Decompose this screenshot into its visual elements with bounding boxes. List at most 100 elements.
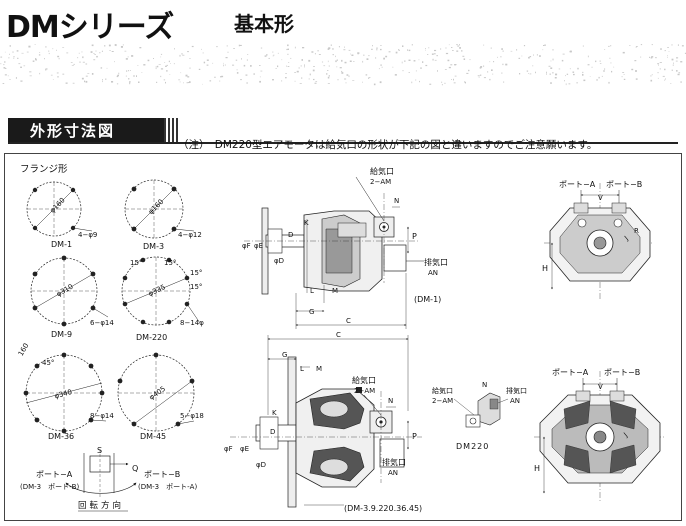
flange-dm220-dia: φ335: [147, 283, 167, 298]
large-supply-sub: 2−AM: [354, 387, 375, 395]
large-end-view: ポート−A ポート−B V H J: [534, 368, 664, 501]
large-phi-f: φF: [224, 445, 233, 453]
flange-dm36-holes: 8−φ14: [90, 412, 114, 420]
rotation-port-a: ポート−A: [36, 470, 73, 479]
large-end-v: V: [598, 383, 603, 391]
rotation-port-a-sub: (DM-3 ポート-B): [20, 483, 79, 491]
dm1-supply: 給気口: [370, 166, 394, 176]
large-end-port-a: ポート−A: [552, 368, 589, 377]
large-end-j: J: [622, 431, 630, 439]
flange-dm9-model: DM-9: [51, 330, 72, 339]
flange-dm9-holes: 6−φ14: [90, 319, 114, 327]
flange-dm3: φ160 4−φ12 DM-3: [124, 179, 202, 251]
flange-dm45-holes: 5−φ18: [180, 412, 204, 420]
large-exhaust: 排気口: [382, 457, 406, 467]
dm1-k: K: [304, 219, 309, 227]
dm1-end-port-a: ポート−A: [559, 180, 596, 189]
flange-dm36: φ340 160 45° 8−φ14 DM-36: [17, 342, 115, 441]
flange-heading: フランジ形: [20, 163, 68, 175]
flange-dm1-model: DM-1: [51, 240, 72, 249]
dm1-n: N: [394, 197, 399, 205]
dm1-end-port-b: ポート−B: [606, 180, 642, 189]
large-l: L: [300, 365, 304, 373]
speckle-band: [0, 44, 686, 86]
dm1-end-j: J: [622, 235, 630, 243]
flange-dm3-model: DM-3: [143, 242, 164, 251]
section-band-hatch: [164, 118, 180, 142]
dm1-phi-f: φF: [242, 242, 251, 250]
large-n: N: [388, 397, 393, 405]
type-subtitle: 基本形: [234, 12, 294, 36]
large-c: C: [336, 331, 341, 339]
flange-dm1: φ160 4−φ9 DM-1: [26, 181, 97, 249]
large-side-view: C G L M 給気口 2−AM N K D φF φE φD P 排気口 AN…: [224, 331, 422, 513]
flange-dm220: φ335 15° 15° 15° 15° 8−14φ DM-220: [121, 256, 204, 342]
dm1-m: M: [332, 287, 338, 295]
large-g: G: [282, 351, 287, 359]
rotation-q: Q: [132, 464, 138, 473]
rotation-s: S: [97, 446, 102, 455]
dm1-phi-e: φE: [254, 242, 263, 250]
dm220-exhaust-sub: AN: [510, 397, 520, 405]
dm220-caption: DM220: [456, 442, 489, 451]
large-d: D: [270, 428, 275, 436]
technical-drawing: フランジ形 φ160 4−φ9 DM-1 φ160 4−φ12 DM-3 φ31: [17, 163, 664, 513]
dm220-n: N: [482, 381, 487, 389]
flange-dm220-model: DM-220: [136, 333, 167, 342]
flange-dm45-model: DM-45: [140, 432, 166, 441]
large-m: M: [316, 365, 322, 373]
flange-dm45: φ405 5−φ18 DM-45: [117, 352, 204, 441]
dm1-end-v: V: [598, 194, 603, 202]
drawing-frame: [4, 153, 682, 521]
dm1-d: D: [288, 231, 293, 239]
dm220-exhaust: 排気口: [506, 386, 527, 395]
flange-dm36-angle1: 160: [17, 342, 31, 358]
dm1-l: L: [310, 287, 314, 295]
dm1-caption: (DM-1): [414, 295, 441, 304]
section-rule: [8, 142, 678, 144]
rotation-port-b: ポート−B: [144, 470, 180, 479]
rotation-caption: 回転方向: [78, 500, 124, 511]
flange-dm9-dia: φ310: [55, 283, 75, 299]
large-end-h: H: [534, 464, 540, 473]
dm1-exhaust-sub: AN: [428, 269, 438, 277]
flange-dm1-holes: 4−φ9: [78, 231, 97, 239]
dm1-end-h: H: [542, 264, 548, 273]
dm1-phi-d: φD: [274, 257, 284, 265]
dm1-exhaust: 排気口: [424, 257, 448, 267]
flange-dm220-angle2: 15°: [164, 259, 176, 267]
large-p: P: [412, 432, 417, 441]
flange-dm220-angle3: 15°: [190, 269, 202, 277]
large-exhaust-sub: AN: [388, 469, 398, 477]
dm220-supply-sub: 2−AM: [432, 397, 453, 405]
large-k: K: [272, 409, 277, 417]
flange-dm45-dia: φ405: [148, 385, 167, 402]
dm1-c: C: [346, 317, 351, 325]
rotation-diagram: S Q ポート−A (DM-3 ポート-B) ポート−B (DM-3 ポート-A…: [20, 446, 197, 512]
large-end-port-b: ポート−B: [604, 368, 640, 377]
flange-dm3-holes: 4−φ12: [178, 231, 202, 239]
dm1-p: P: [412, 232, 417, 241]
dm1-end-r: R: [634, 227, 639, 235]
flange-dm220-angle1: 15°: [130, 259, 142, 267]
flange-dm36-model: DM-36: [48, 432, 74, 441]
large-supply: 給気口: [352, 375, 376, 385]
section-note: （注） DM220型エアモータは給気口の形状が下記の図と違いますのでご注意願いま…: [178, 139, 598, 151]
series-title: DMシリーズ: [6, 10, 174, 45]
large-phi-d: φD: [256, 461, 266, 469]
rotation-port-b-sub: (DM-3 ポート-A): [138, 483, 197, 491]
flange-dm220-angle4: 15°: [190, 283, 202, 291]
flange-dm36-angle2: 45°: [42, 359, 54, 367]
flange-dm9: φ310 6−φ14 DM-9: [30, 255, 114, 339]
flange-dm220-holes: 8−14φ: [180, 319, 204, 327]
dm220-supply: 給気口: [432, 386, 453, 395]
dm1-end-view: ポート−A ポート−B V H J R: [542, 180, 654, 299]
dm1-side-view: 給気口 2−AM N K D φF φE φD P 排気口 AN L M G C…: [242, 166, 448, 329]
dm1-supply-sub: 2−AM: [370, 178, 391, 186]
dm1-g: G: [309, 308, 314, 316]
flange-dm36-dia: φ340: [54, 388, 73, 400]
large-caption: (DM-3.9.220.36.45): [344, 504, 422, 513]
large-phi-e: φE: [240, 445, 249, 453]
section-title: 外形寸法図: [8, 118, 172, 142]
dm220-detail: 給気口 2−AM N 排気口 AN DM220: [432, 381, 527, 451]
